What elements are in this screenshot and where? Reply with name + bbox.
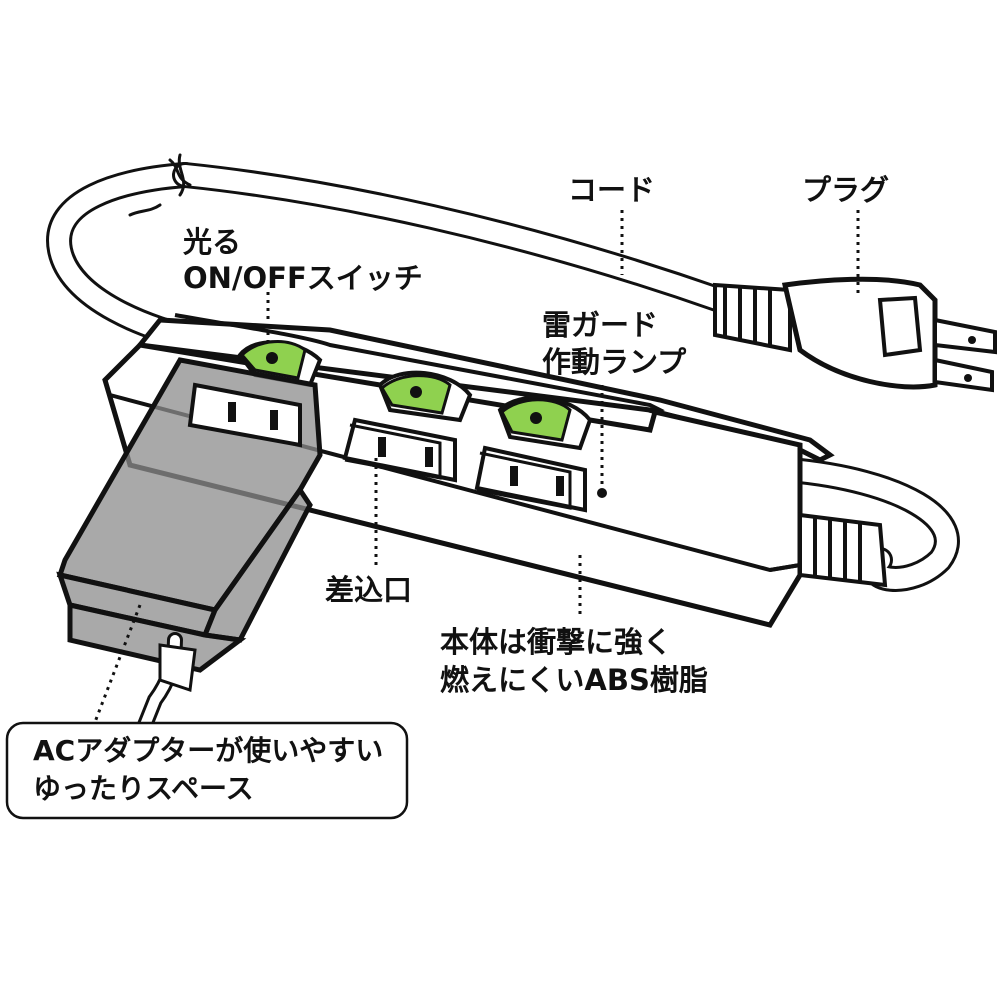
switch-2 — [377, 370, 473, 423]
outlets — [342, 417, 607, 513]
label-plug: プラグ — [802, 173, 889, 207]
label-adapter-line1: ACアダプターが使いやすい — [33, 734, 383, 767]
cord-exit — [798, 512, 888, 588]
leader-lines — [93, 210, 860, 723]
label-adapter-line2: ゆったりスペース — [33, 772, 254, 805]
switch-3 — [497, 395, 593, 451]
label-body-line1: 本体は衝撃に強く — [440, 625, 672, 659]
label-switch-line1: 光る — [183, 225, 241, 259]
label-outlet: 差込口 — [325, 573, 412, 607]
label-lamp-line1: 雷ガード — [542, 308, 658, 342]
outlet-2 — [342, 417, 457, 483]
switches — [237, 340, 593, 451]
label-cord: コード — [568, 173, 655, 207]
outlet-3 — [474, 445, 587, 513]
label-lamp-line2: 作動ランプ — [542, 345, 687, 379]
plug — [713, 276, 997, 393]
label-body-line2: 燃えにくいABS樹脂 — [440, 663, 708, 697]
ac-adapter — [56, 357, 323, 733]
lamp-indicator — [597, 488, 607, 498]
leader-adapter — [93, 604, 142, 723]
adapter-callout: ACアダプターが使いやすい ゆったりスペース — [5, 721, 409, 820]
label-switch-line2: ON/OFFスイッチ — [183, 261, 423, 295]
